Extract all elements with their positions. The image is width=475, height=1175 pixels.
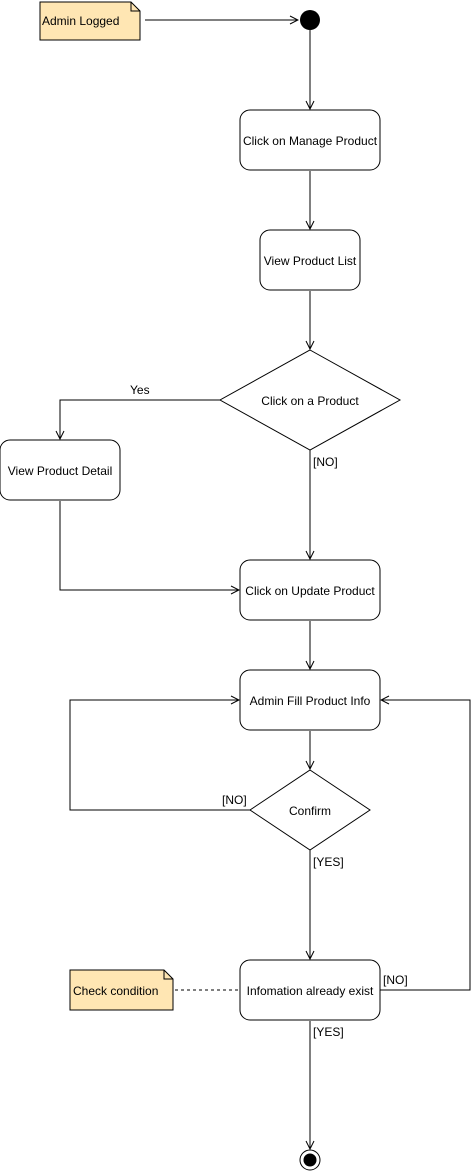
activity-label: Infomation already exist: [247, 984, 374, 998]
check-condition-label: Check condition: [73, 984, 158, 998]
check-condition-note: Check condition: [69, 969, 174, 1011]
admin-logged-note: Admin Logged: [39, 1, 141, 41]
activity-label: Click on Update Product: [245, 584, 375, 598]
activity-click-update-product: Click on Update Product: [239, 559, 381, 621]
activity-label: Admin Fill Product Info: [250, 694, 371, 708]
start-node: [300, 10, 320, 30]
edge-confirm-no: [69, 700, 250, 811]
decision-click-on-product: Click on a Product: [218, 349, 402, 451]
edge-label-yes: Yes: [130, 383, 150, 397]
activity-view-product-detail: View Product Detail: [0, 439, 121, 501]
admin-logged-label: Admin Logged: [42, 14, 119, 28]
activity-admin-fill-product-info: Admin Fill Product Info: [239, 669, 381, 731]
edge-label-no-confirm: [NO]: [222, 793, 247, 807]
edge-label-yes-exist: [YES]: [313, 1025, 344, 1039]
activity-label: Click on Manage Product: [243, 134, 378, 148]
edge-label-no-product: [NO]: [313, 455, 338, 469]
activity-label: View Product Detail: [8, 464, 113, 478]
edge-label-yes-confirm: [YES]: [313, 855, 344, 869]
end-node: [299, 1149, 321, 1171]
edge-decision-yes: [60, 399, 220, 439]
edge-exist-no: [380, 700, 471, 991]
activity-label: View Product List: [264, 254, 357, 268]
activity-information-already-exist: Infomation already exist: [239, 959, 381, 1021]
decision-confirm: Confirm: [249, 769, 371, 851]
decision-label: Click on a Product: [261, 394, 359, 408]
activity-view-product-list: View Product List: [259, 229, 361, 291]
edge-label-no-exist: [NO]: [383, 973, 408, 987]
edge-detail-to-update: [59, 501, 239, 590]
activity-click-manage-product: Click on Manage Product: [239, 109, 381, 171]
decision-label: Confirm: [289, 804, 331, 818]
